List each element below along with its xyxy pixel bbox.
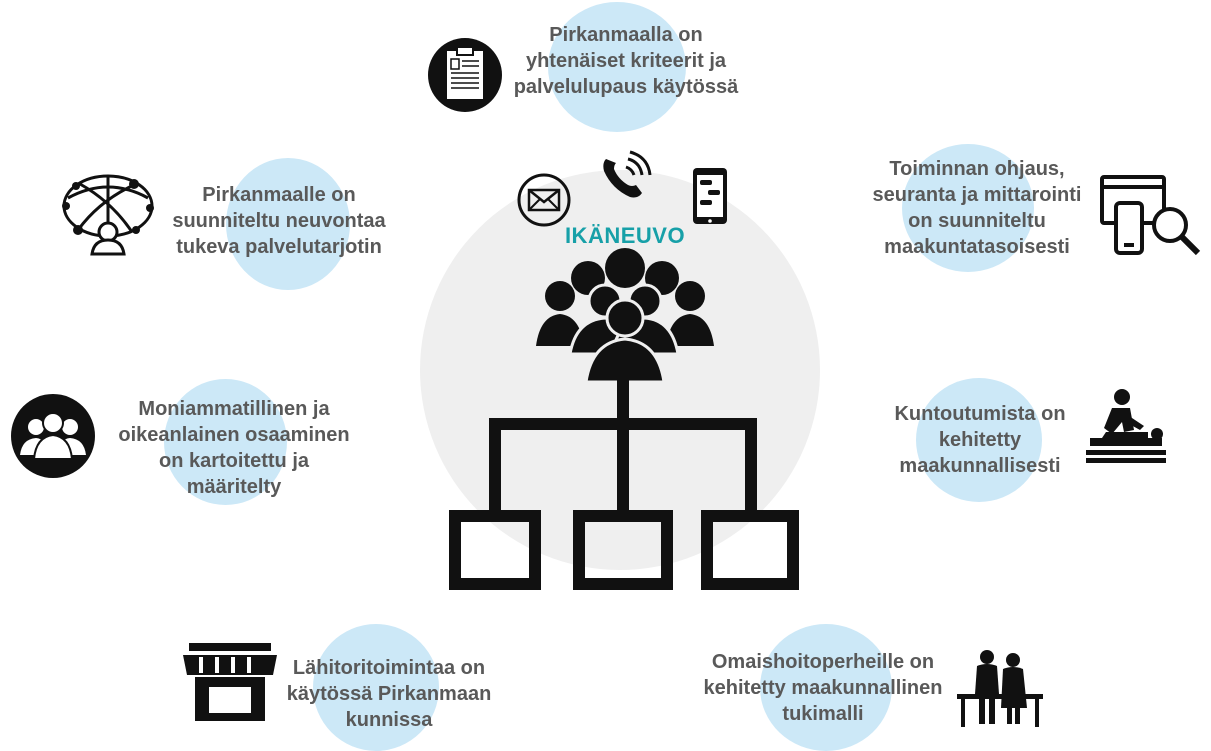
phone-icon: [603, 150, 652, 198]
people-crowd-icon: [536, 248, 714, 384]
item-label-left: Moniammatillinen ja oikeanlainen osaamin…: [118, 398, 350, 498]
mail-icon: [517, 173, 571, 227]
item-label-bottom-right: Omaishoitoperheille on kehitetty maakunn…: [703, 651, 943, 725]
org-tree-icon: [449, 380, 799, 590]
bubble-top: [548, 2, 686, 132]
storefront-icon: [183, 643, 277, 721]
bubble-left: [164, 379, 287, 505]
item-label-top: Pirkanmaalla on yhtenäiset kriteerit ja …: [513, 24, 739, 98]
center-title: IKÄNEUVO: [564, 223, 686, 248]
bubble-top-right: [902, 144, 1034, 272]
bubble-top-left: [226, 158, 350, 290]
clipboard-icon: [428, 38, 502, 112]
item-label-top-left: Pirkanmaalle on suunniteltu neuvontaa tu…: [172, 184, 386, 258]
physiotherapy-icon: [1086, 389, 1166, 463]
item-label-top-right: Toiminnan ohjaus, seuranta ja mittaroint…: [872, 158, 1082, 258]
elderly-couple-icon: [957, 650, 1043, 727]
item-label-right: Kuntoutumista on kehitetty maakunnallise…: [894, 403, 1066, 477]
bubble-right: [916, 378, 1042, 502]
group-people-icon: [11, 394, 95, 478]
smartphone-chat-icon: [693, 168, 727, 224]
network-user-icon: [62, 174, 154, 256]
bubble-bottom-left: [313, 624, 439, 751]
devices-search-icon: [1100, 175, 1201, 256]
bubble-bottom-right: [760, 624, 892, 751]
item-label-bottom-left: Lähitoritoimintaa on käytössä Pirkanmaan…: [286, 657, 492, 731]
